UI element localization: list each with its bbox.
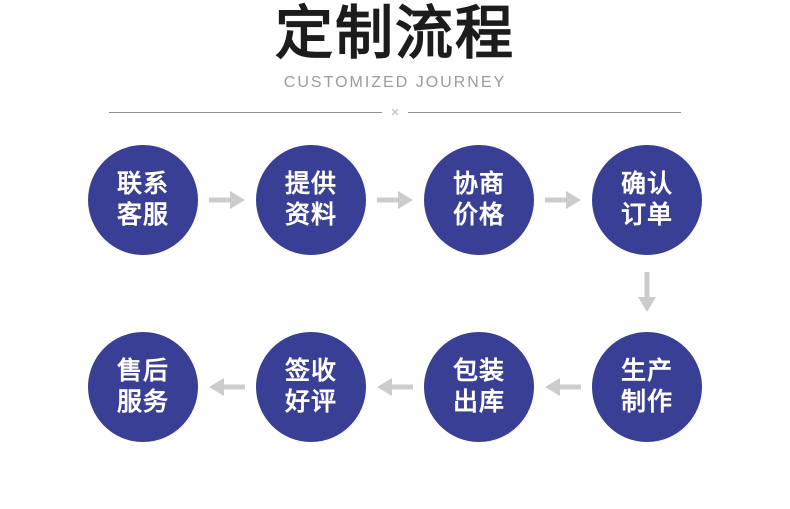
step-negotiate-price: 协商 价格 bbox=[424, 145, 534, 255]
divider: × bbox=[109, 104, 682, 121]
arrow-right-icon bbox=[545, 191, 581, 209]
step-confirm-order: 确认 订单 bbox=[592, 145, 702, 255]
step-after-sales-service: 售后 服务 bbox=[88, 332, 198, 442]
arrow-right-icon bbox=[209, 191, 245, 209]
page-title: 定制流程 bbox=[274, 1, 515, 66]
divider-line-right bbox=[408, 112, 682, 113]
arrow-left-icon bbox=[209, 378, 245, 396]
arrow-left-icon bbox=[545, 378, 581, 396]
step-packaging-shipping: 包装 出库 bbox=[424, 332, 534, 442]
step-production: 生产 制作 bbox=[592, 332, 702, 442]
arrow-down-icon bbox=[638, 272, 656, 312]
page-subtitle: CUSTOMIZED JOURNEY bbox=[283, 74, 507, 91]
step-contact-support: 联系 客服 bbox=[88, 145, 198, 255]
header: 定制流程 CUSTOMIZED JOURNEY × bbox=[0, 0, 790, 120]
divider-x-mark: × bbox=[390, 104, 400, 121]
arrow-right-icon bbox=[377, 191, 413, 209]
arrow-left-icon bbox=[377, 378, 413, 396]
step-receive-review: 签收 好评 bbox=[256, 332, 366, 442]
divider-line-left bbox=[109, 112, 382, 113]
step-provide-materials: 提供 资料 bbox=[256, 145, 366, 255]
